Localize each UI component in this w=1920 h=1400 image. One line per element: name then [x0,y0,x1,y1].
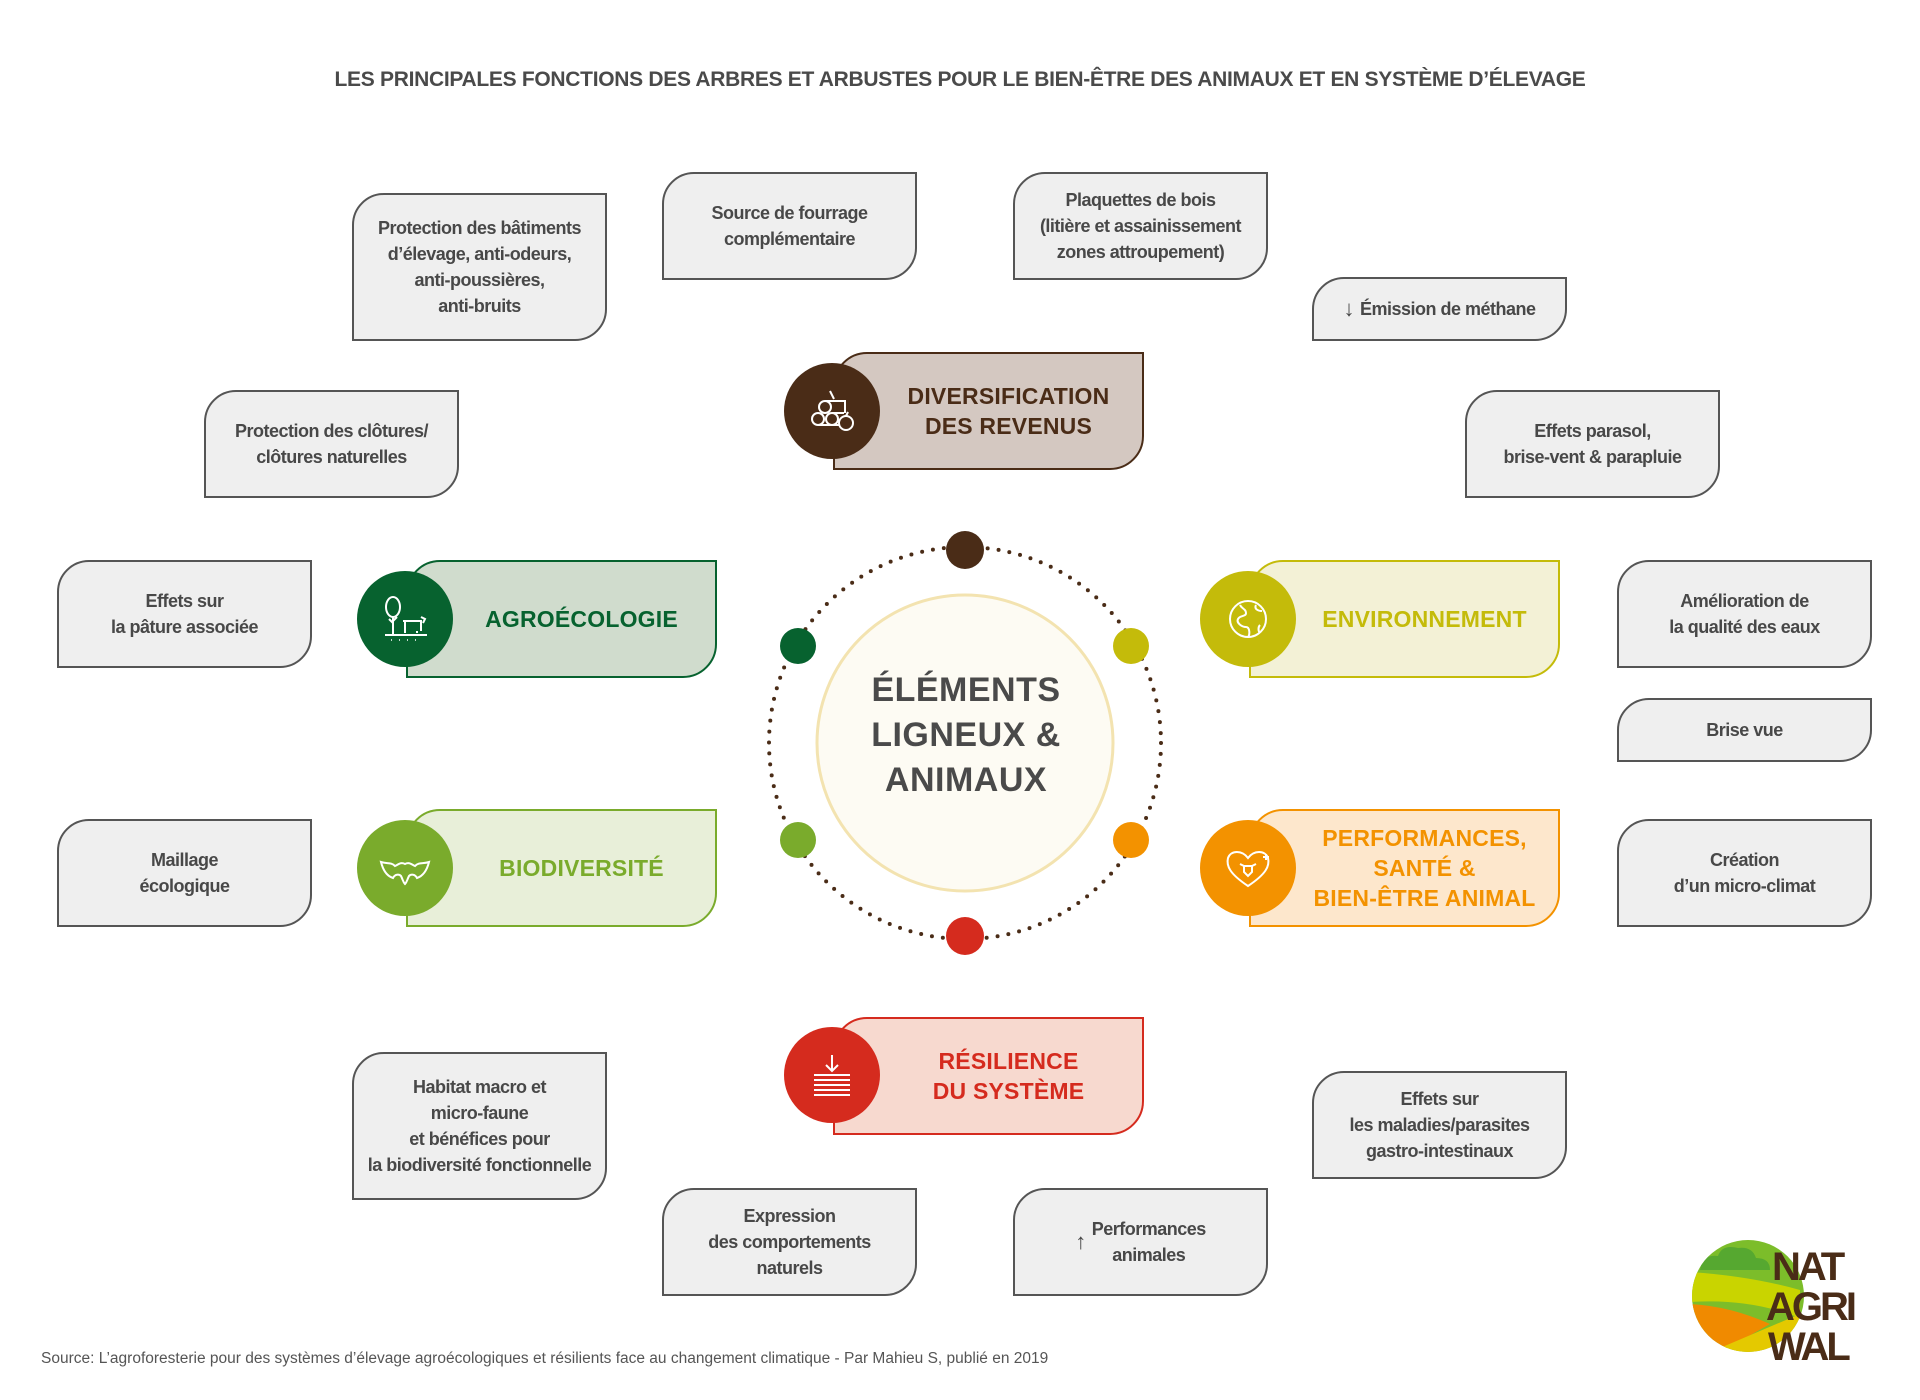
source-caption: Source: L’agroforesterie pour des systèm… [41,1350,1049,1367]
dot-environnement [1113,628,1149,664]
category-environnement: ENVIRONNEMENT [1249,560,1560,678]
heart-cow-icon [1200,820,1296,916]
box-habitat-faune: Habitat macro et micro-faune et bénéfice… [352,1052,607,1200]
box-protection-batiments: Protection des bâtiments d’élevage, anti… [352,193,607,341]
box-effets-parasol: Effets parasol, brise-vent & parapluie [1465,390,1720,498]
center-title: ÉLÉMENTS LIGNEUX & ANIMAUX [871,671,1061,799]
dot-diversification [946,531,984,569]
category-performances: PERFORMANCES, SANTÉ & BIEN-ÊTRE ANIMAL [1249,809,1560,927]
box-qualite-eaux: Amélioration de la qualité des eaux [1617,560,1872,668]
tree-cow-icon [357,571,453,667]
dot-biodiversite [780,822,816,858]
svg-text:NAT: NAT [1772,1245,1845,1289]
box-emission-methane-label: Émission de méthane [1359,299,1536,319]
box-protection-clotures: Protection des clôtures/ clôtures nature… [204,390,459,498]
infographic-title: LES PRINCIPALES FONCTIONS DES ARBRES ET … [334,68,1586,91]
category-diversification: DIVERSIFICATION DES REVENUS [833,352,1144,470]
logs-apple-icon [784,363,880,459]
dot-agroecologie [780,628,816,664]
box-emission-methane: ↓ Émission de méthane [1312,277,1567,341]
box-source-fourrage: Source de fourrage complémentaire [662,172,917,280]
box-brise-vue: Brise vue [1617,698,1872,762]
svg-text:WAL: WAL [1768,1325,1850,1368]
svg-text:AGRI: AGRI [1766,1285,1855,1329]
globe-icon [1200,571,1296,667]
box-maillage-ecologique: Maillage écologique [57,819,312,927]
box-maladies-parasites: Effets sur les maladies/parasites gastro… [1312,1071,1567,1179]
box-performances-animales-label: Performances animales [1091,1219,1207,1265]
dot-performances [1113,822,1149,858]
category-resilience: RÉSILIENCE DU SYSTÈME [833,1017,1144,1135]
box-plaquettes-bois: Plaquettes de bois (litière et assainiss… [1013,172,1268,280]
natagriwal-logo: NAT AGRI WAL [1692,1240,1858,1368]
layers-arrow-icon [784,1027,880,1123]
category-agroecologie: AGROÉCOLOGIE [406,560,717,678]
arrow-up-icon: ↑ [1075,1229,1086,1254]
box-performances-animales: ↑ Performances animales [1013,1188,1268,1296]
category-biodiversite: BIODIVERSITÉ [406,809,717,927]
bat-icon [357,820,453,916]
box-effets-pature: Effets sur la pâture associée [57,560,312,668]
box-micro-climat: Création d’un micro-climat [1617,819,1872,927]
dot-resilience [946,917,984,955]
arrow-down-icon: ↓ [1343,296,1354,321]
box-expression-comportements: Expression des comportements naturels [662,1188,917,1296]
